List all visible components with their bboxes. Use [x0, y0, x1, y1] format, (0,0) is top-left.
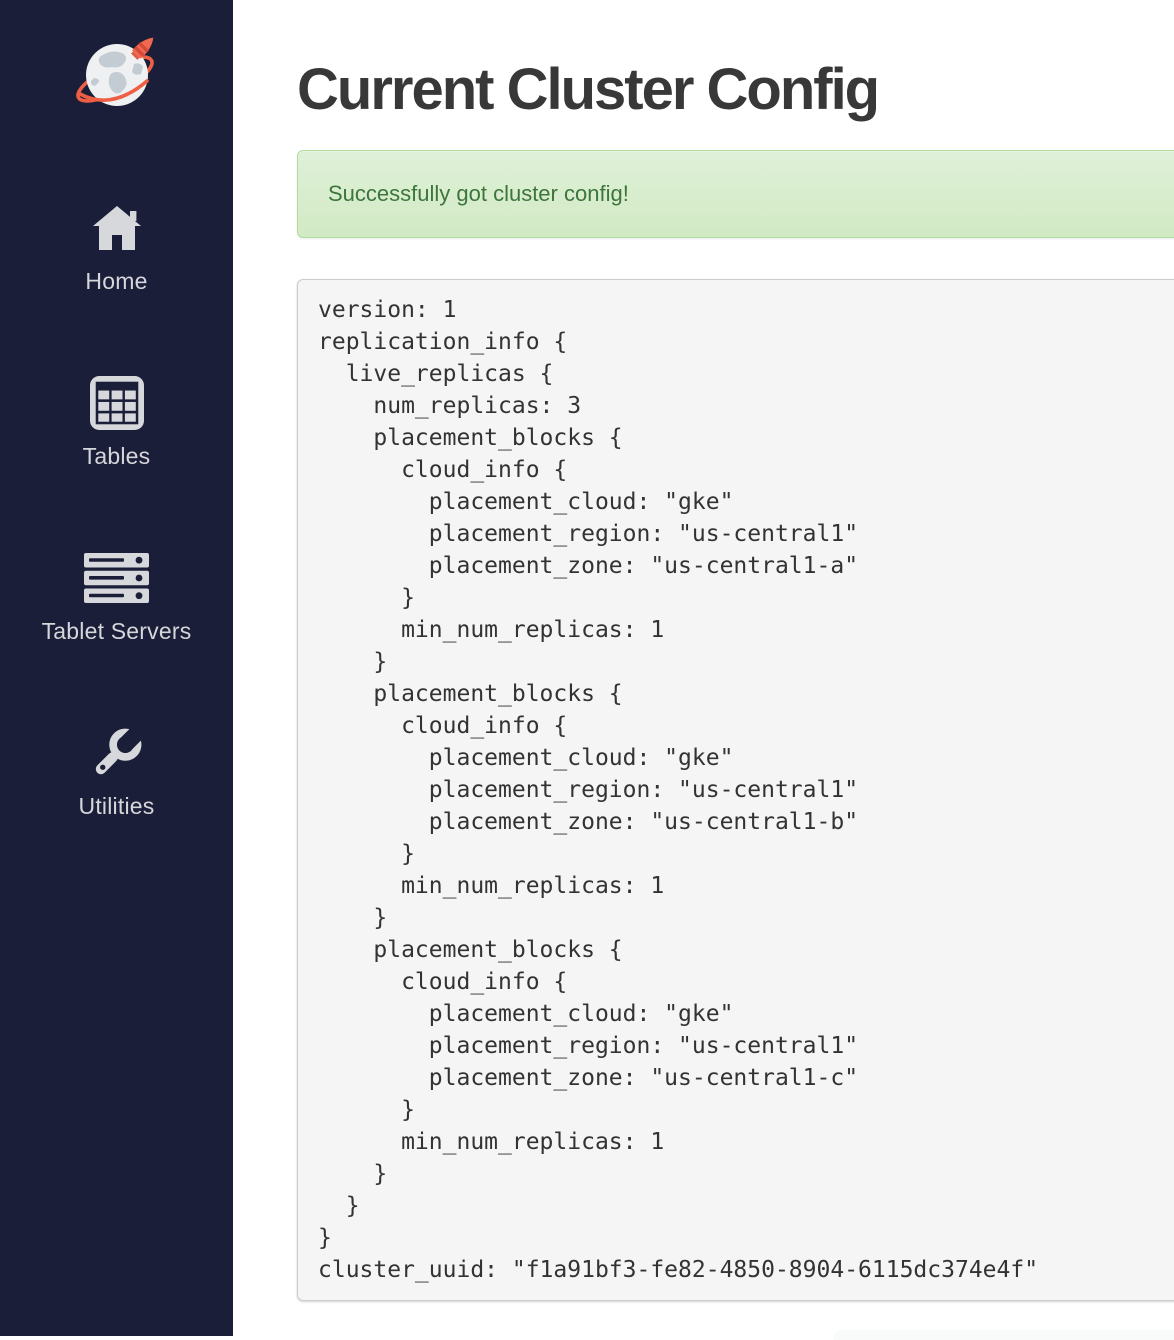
sidebar: Home — [0, 0, 233, 1336]
sidebar-item-tablet-servers[interactable]: Tablet Servers — [0, 550, 233, 645]
app-logo[interactable] — [0, 0, 233, 120]
tables-grid-icon — [90, 375, 144, 431]
sidebar-item-label: Tables — [83, 443, 151, 470]
success-alert: Successfully got cluster config! — [297, 150, 1174, 238]
sidebar-item-utilities[interactable]: Utilities — [0, 725, 233, 820]
sidebar-item-tables[interactable]: Tables — [0, 375, 233, 470]
main-content: Current Cluster Config Successfully got … — [233, 0, 1174, 1336]
sidebar-item-label: Tablet Servers — [42, 618, 192, 645]
sidebar-item-label: Home — [85, 268, 147, 295]
home-icon — [90, 200, 144, 256]
sidebar-item-home[interactable]: Home — [0, 200, 233, 295]
partially-visible-panel — [833, 1330, 1174, 1340]
page-title: Current Cluster Config — [297, 58, 1174, 122]
cluster-config-text: version: 1 replication_info { live_repli… — [297, 279, 1174, 1301]
wrench-icon — [87, 725, 147, 781]
alert-message: Successfully got cluster config! — [328, 181, 629, 206]
servers-icon — [84, 550, 149, 606]
sidebar-nav: Home — [0, 200, 233, 820]
sidebar-item-label: Utilities — [79, 793, 155, 820]
globe-rocket-logo-icon — [70, 26, 164, 120]
